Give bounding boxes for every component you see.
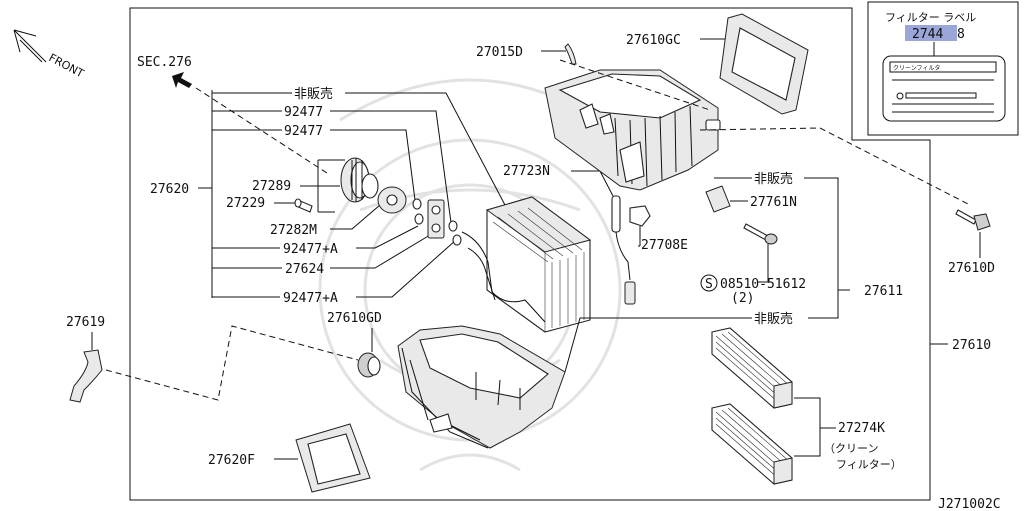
- main-frame: [129, 7, 931, 501]
- part-hihanbai-3: 非販売: [754, 311, 793, 327]
- part-27610GD: 27610GD: [327, 311, 382, 326]
- part-27274K: 27274K: [838, 421, 885, 436]
- lower-case: [397, 325, 566, 449]
- part-hihanbai-1: 非販売: [294, 86, 333, 102]
- seal-27015D: [564, 43, 577, 65]
- part-27620: 27620: [150, 182, 189, 197]
- part-27761N: 27761N: [750, 195, 797, 210]
- clean-filter-note-2: フィルター）: [836, 458, 902, 471]
- clip-27708E: [629, 205, 651, 227]
- part-27619: 27619: [66, 315, 105, 330]
- part-27624: 27624: [285, 262, 324, 277]
- diagram-id: J271002C: [938, 497, 1001, 511]
- intake-housing: [544, 69, 721, 191]
- inset-part-number-hl: 2744: [912, 27, 943, 42]
- inset-part-number-rest: 8: [957, 27, 965, 42]
- sec276-label: SEC.276: [137, 55, 192, 70]
- clean-filter-note-1: （クリーン: [824, 442, 878, 455]
- frame-27620F: [295, 423, 371, 493]
- part-92477a-1: 92477+A: [283, 242, 338, 257]
- front-label: FRONT: [47, 51, 87, 80]
- filter-frame-27610GC: [719, 13, 809, 115]
- part-27708E: 27708E: [641, 238, 688, 253]
- part-bolt-code: 08510-51612: [720, 277, 806, 292]
- front-arrow-icon: [13, 29, 47, 63]
- screw-27610D: [955, 209, 991, 231]
- part-hihanbai-2: 非販売: [754, 171, 793, 187]
- inset-part-highlight: [905, 25, 957, 41]
- part-27610D: 27610D: [948, 261, 995, 276]
- screw-27229: [294, 198, 313, 213]
- part-27289: 27289: [252, 179, 291, 194]
- blower-motor: [340, 157, 407, 214]
- expansion-valve: [427, 199, 445, 239]
- actuator-27761N: [705, 185, 731, 213]
- grommet-27610GD: [357, 352, 381, 378]
- bolt-08510: [743, 223, 778, 245]
- part-bolt-qty: (2): [731, 291, 754, 306]
- part-27282M: 27282M: [270, 223, 317, 238]
- thermo-sensor: [611, 195, 636, 305]
- part-27610GC: 27610GC: [626, 33, 681, 48]
- inset-frame: [867, 1, 1019, 136]
- part-27723N: 27723N: [503, 164, 550, 179]
- part-27611: 27611: [864, 284, 903, 299]
- cabin-filter-lower: [711, 403, 793, 485]
- part-92477a-2: 92477+A: [283, 291, 338, 306]
- inset-title: フィルター ラベル: [885, 11, 976, 24]
- bolt-s-mark: S: [705, 277, 713, 292]
- sec-arrow-icon: [172, 72, 192, 88]
- s-mark-icon: [700, 274, 718, 292]
- part-92477-b: 92477: [284, 124, 323, 139]
- evaporator-core: [461, 196, 592, 333]
- part-27610: 27610: [952, 338, 991, 353]
- part-92477-a: 92477: [284, 105, 323, 120]
- o-rings: [412, 198, 462, 246]
- part-27229: 27229: [226, 196, 265, 211]
- part-27015D: 27015D: [476, 45, 523, 60]
- drain-hose: [69, 349, 103, 403]
- filter-label-card: クリーンフィルタ: [882, 55, 1006, 122]
- cabin-filter-upper: [711, 327, 793, 409]
- inset-card-text: クリーンフィルタ: [893, 64, 940, 72]
- part-27620F: 27620F: [208, 453, 255, 468]
